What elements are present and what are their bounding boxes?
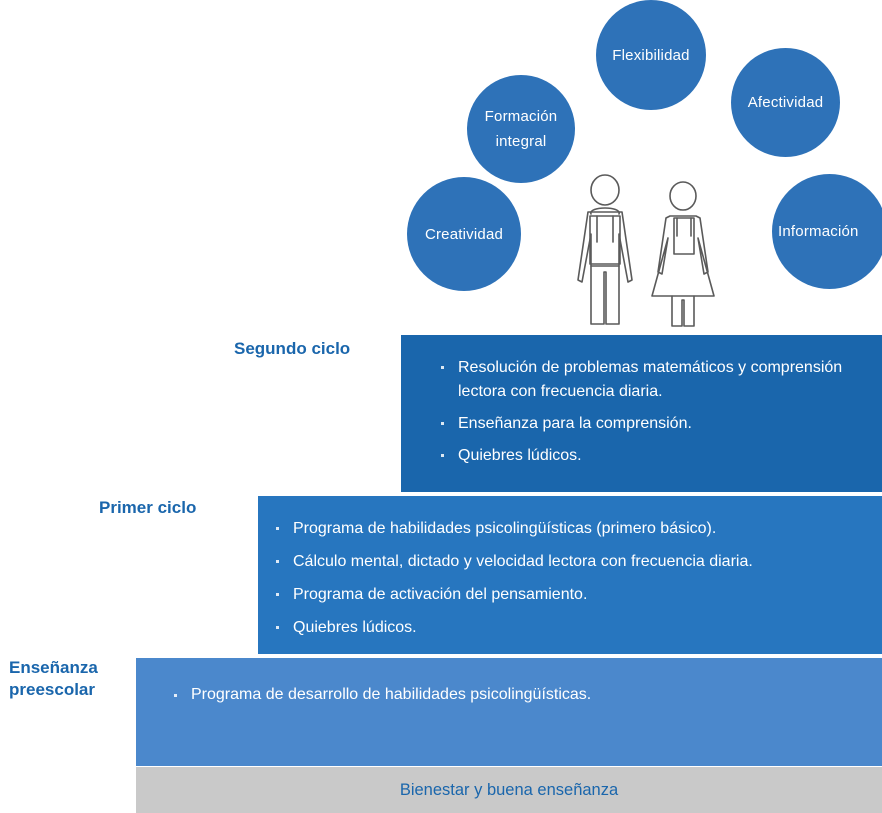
stage-label-preescolar: Enseñanza preescolar [9,657,119,701]
list-item: Resolución de problemas matemáticos y co… [438,356,878,404]
list-item: Programa de desarrollo de habilidades ps… [171,684,871,706]
bullet-list: Programa de desarrollo de habilidades ps… [171,684,871,706]
stage-block-segundo-ciclo: Resolución de problemas matemáticos y co… [401,335,882,492]
circle-label: Creatividad [424,225,504,243]
circle-creatividad: Creatividad [407,177,521,291]
stage-label-primer-ciclo: Primer ciclo [99,498,197,517]
circle-label-line1: Formación [484,108,558,125]
students-illustration [577,174,715,327]
list-item: Cálculo mental, dictado y velocidad lect… [273,550,878,574]
list-item: Quiebres lúdicos. [438,444,878,468]
stage-block-preescolar: Programa de desarrollo de habilidades ps… [136,658,882,766]
list-item: Programa de activación del pensamiento. [273,583,878,607]
list-item: Quiebres lúdicos. [273,616,878,640]
list-item: Enseñanza para la comprensión. [438,412,878,436]
circle-label: Afectividad [747,94,824,111]
list-item: Programa de habilidades psicolingüística… [273,517,878,541]
base-label: Bienestar y buena enseñanza [399,780,619,799]
stage-label-line1: Enseñanza [9,658,98,677]
stage-label-line2: preescolar [9,680,95,699]
base-bar: Bienestar y buena enseñanza [136,767,882,813]
girl-student-icon [651,181,715,327]
circle-label: Información [778,223,859,240]
stage-block-primer-ciclo: Programa de habilidades psicolingüística… [258,496,882,654]
circle-formacion-integral: Formación integral [467,75,575,183]
circle-label: Flexibilidad [612,46,690,64]
circle-flexibilidad: Flexibilidad [596,0,706,110]
boy-student-icon [577,174,633,325]
circle-label-line2: integral [495,133,547,150]
bullet-list: Resolución de problemas matemáticos y co… [438,356,878,476]
circle-afectividad: Afectividad [731,48,840,157]
circle-informacion: Información [772,174,882,289]
stage-label-segundo-ciclo: Segundo ciclo [234,339,351,358]
bullet-list: Programa de habilidades psicolingüística… [273,517,878,649]
